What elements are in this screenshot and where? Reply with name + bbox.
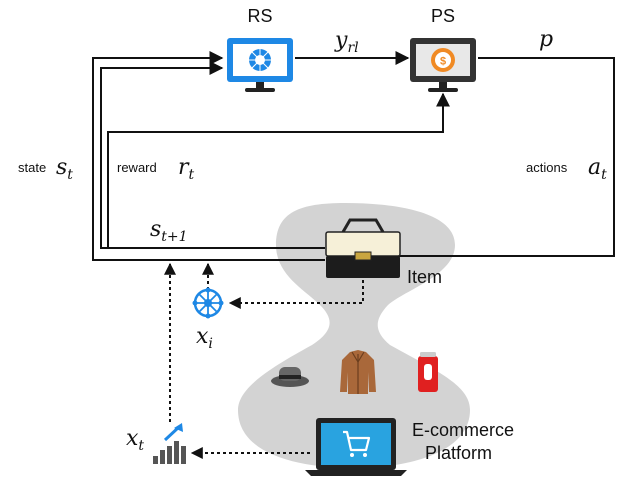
network-icon [192, 287, 224, 319]
hat-icon [271, 367, 309, 387]
x-i-symbol: x [196, 324, 209, 349]
rs-label: RS [247, 6, 272, 26]
y-rl-symbol: y [334, 28, 348, 53]
next-state-symbol: s [150, 217, 161, 242]
actions-arrow [384, 57, 615, 263]
bar-chart-trend-icon [153, 423, 186, 464]
soda-can-icon [418, 352, 438, 392]
actions-symbol-label: at [588, 155, 607, 183]
reward-symbol-label: rt [178, 155, 195, 183]
handbag-icon [325, 218, 401, 278]
ps-label: PS [431, 6, 455, 26]
x-t-subscript: t [138, 438, 144, 454]
y-rl-label: yrl [334, 28, 359, 56]
actions-symbol: a [588, 155, 601, 180]
shopping-cart-laptop-icon [305, 418, 407, 476]
neural-network-monitor-icon [227, 38, 293, 92]
environment-blob [238, 203, 470, 468]
svg-text:$: $ [440, 56, 446, 68]
p-label: p [539, 27, 553, 52]
x-t-label: xt [126, 426, 144, 454]
platform-label-line2: Platform [425, 443, 492, 463]
x-t-symbol: x [126, 426, 139, 451]
dollar-monitor-icon: $ [410, 38, 476, 92]
x-i-subscript: i [208, 336, 212, 352]
actions-word: actions [526, 160, 568, 175]
state-word: state [18, 160, 46, 175]
item-label: Item [407, 267, 442, 287]
platform-label-line1: E-commerce [412, 420, 514, 440]
x-i-label: xi [196, 324, 213, 352]
next-state-arrow [100, 61, 325, 249]
state-subscript: t [67, 167, 73, 183]
coat-icon [340, 350, 376, 394]
actions-subscript: t [601, 167, 607, 183]
state-arrow [92, 51, 325, 261]
reward-subscript: t [189, 167, 195, 183]
state-symbol-label: st [56, 155, 73, 183]
reward-arrow [107, 92, 450, 248]
reward-symbol: r [178, 155, 190, 180]
state-symbol: s [56, 155, 67, 180]
next-state-subscript: t+1 [161, 229, 187, 245]
y-rl-subscript: rl [347, 40, 358, 56]
next-state-label: st+1 [150, 217, 188, 245]
reward-word: reward [117, 160, 157, 175]
